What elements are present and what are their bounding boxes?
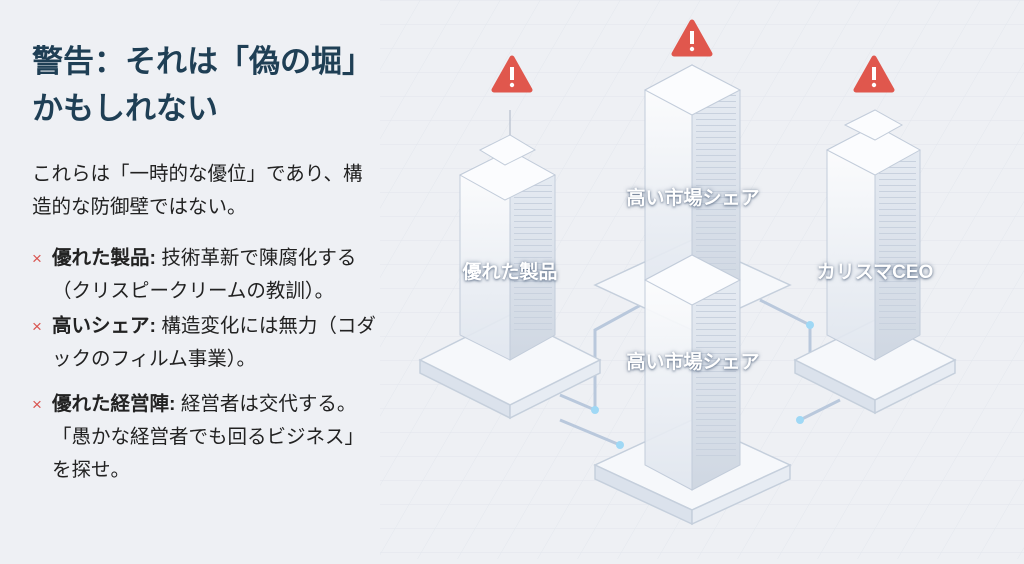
cross-icon: × — [32, 249, 42, 268]
cross-icon: × — [32, 395, 42, 414]
tower-product — [458, 110, 557, 361]
bullet-text: 技術革新で陳腐化する（クリスピークリームの教訓）。 — [52, 247, 357, 302]
tower-ceo — [825, 109, 922, 361]
connector-nodes — [591, 321, 814, 449]
intro-text: これらは「一時的な優位」であり、構造的な防御壁ではない。 — [32, 163, 363, 218]
bullet-item: × 優れた経営陣: 経営者は交代する。「愚かな経営者でも回るビジネス」を探せ。 — [32, 388, 382, 487]
label-market-share-bottom: 高い市場シェア — [626, 352, 760, 373]
bullet-term: 優れた製品: — [52, 247, 156, 269]
label-charismatic-ceo: カリスマCEO — [816, 262, 934, 283]
bullet-text: 経営者は交代する。「愚かな経営者でも回るビジネス」を探せ。 — [52, 393, 365, 481]
label-superior-product: 優れた製品 — [462, 262, 558, 283]
text-panel: 警告：それは「偽の堀」かもしれない これらは「一時的な優位」であり、構造的な防御… — [32, 38, 382, 489]
warning-triangle-icon — [853, 55, 895, 93]
bullet-item: × 優れた製品: 技術革新で陳腐化する（クリスピークリームの教訓）。 — [32, 242, 382, 308]
tower-market-share-front — [643, 254, 742, 491]
bullet-item: × 高いシェア: 構造変化には無力（コダックのフィルム事業）。 — [32, 310, 382, 376]
bullet-list: × 優れた製品: 技術革新で陳腐化する（クリスピークリームの教訓）。 × 高いシ… — [32, 242, 382, 487]
warning-triangle-icon — [491, 55, 533, 93]
towers-illustration: 優れた製品 高い市場シェア カリスマCEO 高い市場シェア — [380, 0, 1024, 559]
tower-market-share-back — [643, 64, 742, 301]
bullet-term: 高いシェア: — [52, 315, 156, 337]
bullet-term: 優れた経営陣: — [52, 393, 176, 415]
slide-title: 警告：それは「偽の堀」かもしれない — [32, 44, 373, 126]
towers-svg — [380, 0, 1024, 559]
bullet-text: 構造変化には無力（コダックのフィルム事業）。 — [52, 315, 376, 370]
warning-triangle-icon — [671, 19, 713, 57]
label-market-share-top: 高い市場シェア — [626, 188, 760, 209]
cross-icon: × — [32, 317, 42, 336]
